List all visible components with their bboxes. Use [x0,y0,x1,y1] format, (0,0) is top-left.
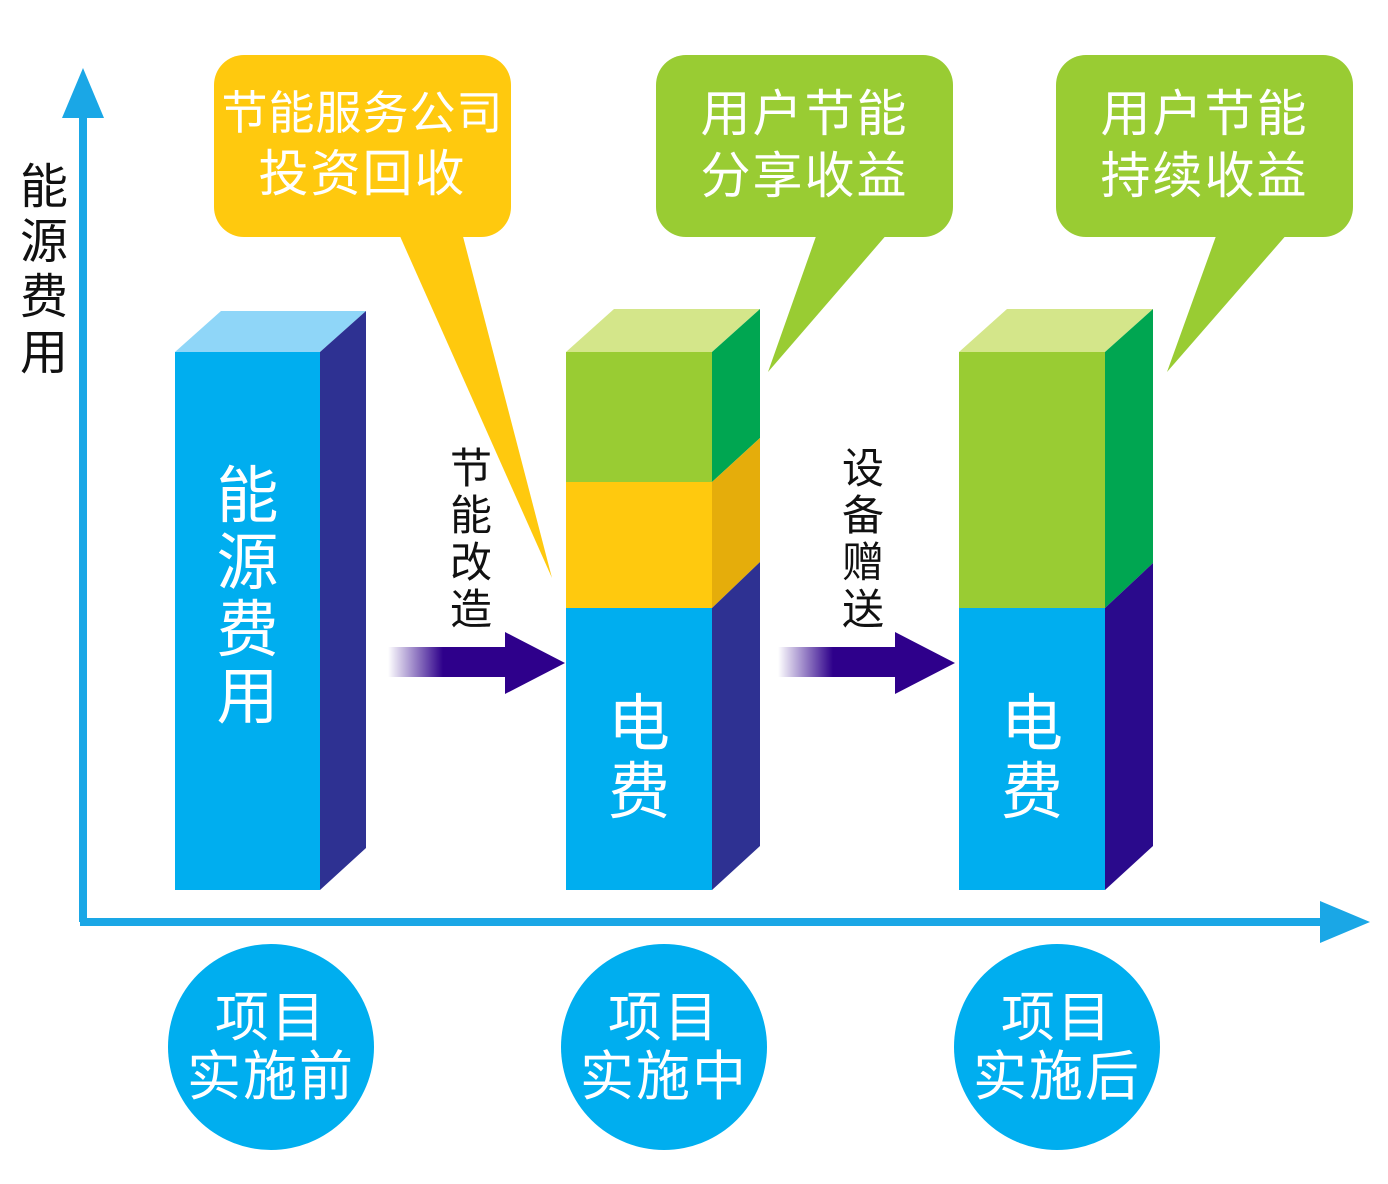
stage-before-text: 项目 实施前 [168,962,374,1132]
arrow-equipment-gift [778,632,955,694]
bar-during-side-green [712,309,760,482]
stage-before-line2: 实施前 [187,1045,355,1108]
bar-during-side-yellow [712,438,760,608]
stage-during-line2: 实施中 [580,1045,748,1108]
bar-before-label-char: 能 [216,459,279,532]
arrow-retrofit-label-char: 改 [449,538,492,588]
callout-share-benefit [656,55,953,372]
bar-during-top [566,309,760,352]
arrow-equipment-gift-label: 设 备 赠 送 [832,445,894,633]
callout-investment-line2: 投资回收 [258,144,467,203]
bar-during-blue-segment [566,608,712,890]
callout-share-benefit-line1: 用户节能 [700,84,909,143]
bar-during-green-segment [566,352,712,482]
arrow-equipment-gift-label-char: 送 [841,585,884,635]
callout-investment-text: 节能服务公司 投资回收 [214,70,511,220]
bar-after-label-char: 电 [1000,687,1063,760]
arrow-equipment-gift-label-char: 备 [841,491,884,541]
arrow-retrofit-label: 节 能 改 造 [440,445,502,633]
stage-circle-before [168,944,374,1150]
stage-after-text: 项目 实施后 [954,962,1160,1132]
bar-before-side [320,311,366,890]
y-axis-label-char: 用 [19,324,68,381]
arrow-retrofit-label-char: 造 [449,585,492,635]
stage-after-line1: 项目 [1001,985,1113,1049]
bar-during-label-char: 费 [607,755,670,829]
stage-circle-after [954,944,1160,1150]
bar-after-side-blue [1105,563,1153,890]
bar-before [175,311,366,890]
stage-before-line1: 项目 [215,985,327,1049]
y-axis [62,68,104,922]
bar-after [959,309,1153,890]
stage-during-line1: 项目 [608,985,720,1049]
bar-after-blue-segment [959,608,1105,890]
y-axis-label: 能 源 费 用 [14,159,74,381]
arrow-retrofit [388,632,565,694]
stage-circle-during [561,944,767,1150]
stage-during-text: 项目 实施中 [561,962,767,1132]
callout-continuous-benefit-text: 用户节能 持续收益 [1056,70,1353,220]
bar-after-top [959,309,1153,352]
bar-after-label-char: 费 [1000,755,1063,829]
callout-investment [214,55,552,578]
bar-after-green-segment [959,352,1105,608]
y-axis-label-char: 能 [19,159,68,215]
callout-continuous-benefit-line1: 用户节能 [1100,84,1309,143]
callout-share-benefit-line2: 分享收益 [700,147,909,205]
stage-after-line2: 实施后 [973,1045,1141,1108]
callout-investment-line1: 节能服务公司 [221,86,504,140]
arrow-retrofit-label-char: 节 [449,444,492,493]
bar-after-label: 电 费 [959,687,1105,829]
bar-during [566,309,760,890]
arrow-equipment-gift-label-char: 赠 [841,538,884,588]
bar-before-front [175,352,320,890]
bar-before-top [175,311,366,352]
callout-share-benefit-text: 用户节能 分享收益 [656,70,953,220]
bar-during-label-char: 电 [607,687,670,760]
bar-during-side-blue [712,562,760,890]
bar-after-side-green [1105,309,1153,608]
y-axis-label-char: 费 [19,269,68,326]
bar-before-label-char: 源 [216,525,279,599]
callout-continuous-benefit-line2: 持续收益 [1100,147,1309,205]
bar-before-label-char: 费 [216,592,279,666]
bar-during-label: 电 费 [566,687,712,829]
arrow-equipment-gift-label-char: 设 [841,444,884,493]
bar-before-label: 能 源 费 用 [175,459,320,733]
bar-before-label-char: 用 [216,659,279,733]
callout-continuous-benefit [1056,55,1353,372]
arrow-retrofit-label-char: 能 [449,491,492,541]
bar-during-yellow-segment [566,482,712,608]
x-axis [80,901,1370,943]
y-axis-label-char: 源 [19,214,68,271]
